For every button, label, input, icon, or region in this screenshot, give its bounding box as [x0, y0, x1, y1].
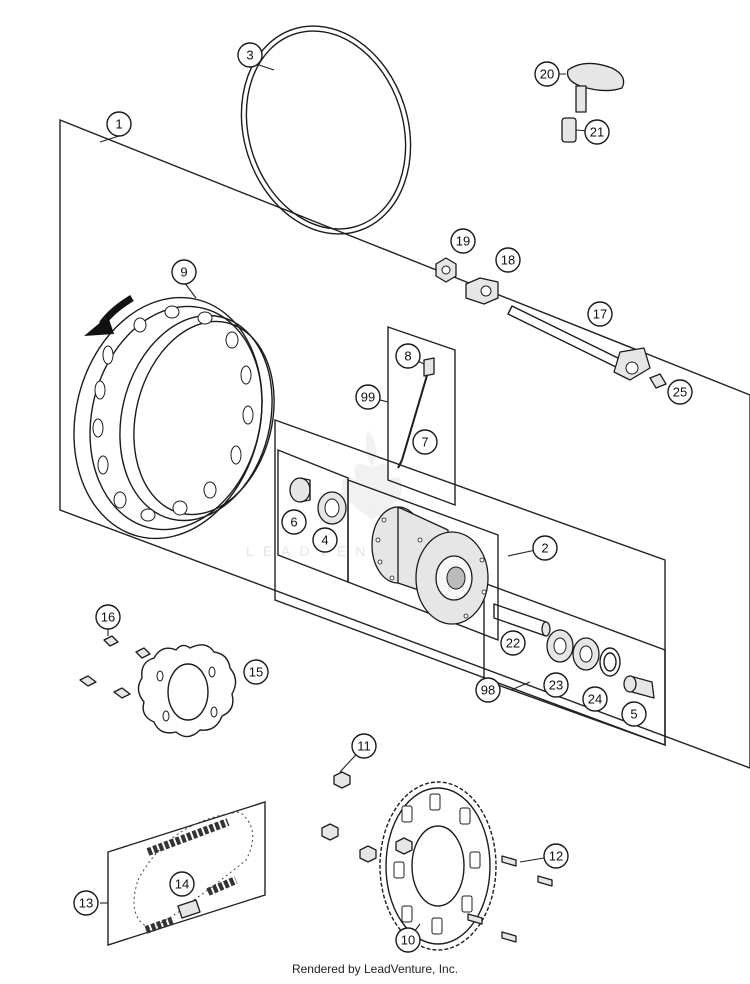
svg-text:25: 25 — [673, 385, 687, 400]
svg-text:21: 21 — [590, 125, 604, 140]
callout-7: 7 — [412, 429, 438, 455]
svg-text:8: 8 — [404, 349, 411, 364]
callout-1: 1 — [106, 111, 132, 137]
bearing-23-part — [546, 629, 600, 671]
rotation-arrow-icon — [84, 294, 134, 336]
svg-text:10: 10 — [401, 933, 415, 948]
callout-4: 4 — [312, 527, 338, 553]
svg-text:24: 24 — [588, 692, 602, 707]
svg-text:22: 22 — [506, 636, 520, 651]
callout-14: 14 — [169, 871, 195, 897]
svg-text:2: 2 — [541, 541, 548, 556]
callout-18: 18 — [495, 247, 521, 273]
svg-text:23: 23 — [549, 678, 563, 693]
svg-text:18: 18 — [501, 253, 515, 268]
bearing-kit-frame — [483, 581, 666, 746]
callout-2: 2 — [532, 535, 558, 561]
callout-22: 22 — [500, 630, 526, 656]
distance-sleeve-22-part — [493, 603, 551, 637]
callout-12: 12 — [543, 843, 569, 869]
svg-text:4: 4 — [321, 533, 328, 548]
nut-19-part — [435, 257, 457, 283]
chain-adjuster-18-part — [465, 277, 499, 305]
seal-24-part — [599, 647, 621, 677]
left-bearing-frame — [277, 448, 349, 584]
svg-text:13: 13 — [79, 896, 93, 911]
hub-part — [371, 506, 489, 625]
svg-text:20: 20 — [540, 67, 554, 82]
svg-text:16: 16 — [101, 610, 115, 625]
axle-part — [507, 305, 651, 381]
callout-5: 5 — [621, 701, 647, 727]
svg-text:5: 5 — [630, 707, 637, 722]
callout-10: 10 — [395, 927, 421, 953]
chain-part — [133, 811, 254, 934]
chain-frame — [107, 801, 266, 946]
rim-part — [73, 296, 275, 540]
callout-9: 9 — [171, 259, 197, 285]
callout-19: 19 — [450, 228, 476, 254]
svg-text:11: 11 — [357, 739, 371, 754]
sprocket-part — [379, 781, 497, 951]
screw-25-part — [649, 373, 667, 389]
sprocket-nuts-11-part — [321, 771, 413, 863]
chain-link-14-part — [177, 899, 201, 919]
svg-text:17: 17 — [593, 307, 607, 322]
spoke-kit-frame — [387, 326, 456, 507]
bearing-4-part — [317, 491, 347, 525]
brake-disc-part — [137, 644, 237, 738]
svg-text:7: 7 — [421, 435, 428, 450]
callout-20: 20 — [534, 61, 560, 87]
callout-98: 98 — [475, 677, 501, 703]
callout-25: 25 — [667, 379, 693, 405]
callout-21: 21 — [584, 119, 610, 145]
wheel-assembly-frame — [59, 118, 750, 769]
callout-24: 24 — [582, 686, 608, 712]
rim-band-part — [240, 25, 412, 235]
svg-text:1: 1 — [115, 117, 122, 132]
callout-3: 3 — [237, 42, 263, 68]
callout-6: 6 — [281, 509, 307, 535]
spoke-part — [397, 357, 435, 469]
svg-text:14: 14 — [175, 877, 189, 892]
callout-99: 99 — [355, 384, 381, 410]
callout-8: 8 — [395, 343, 421, 369]
callout-23: 23 — [543, 672, 569, 698]
svg-text:19: 19 — [456, 234, 470, 249]
svg-text:6: 6 — [290, 515, 297, 530]
callout-13: 13 — [73, 890, 99, 916]
sprocket-screws-12-part — [467, 855, 553, 943]
footer-credit: Rendered by LeadVenture, Inc. — [291, 962, 459, 976]
svg-text:15: 15 — [249, 665, 263, 680]
spacer-6-part — [289, 477, 311, 503]
svg-text:98: 98 — [481, 683, 495, 698]
svg-text:12: 12 — [549, 849, 563, 864]
svg-text:3: 3 — [246, 48, 253, 63]
svg-text:9: 9 — [180, 265, 187, 280]
callout-15: 15 — [243, 659, 269, 685]
svg-text:99: 99 — [361, 390, 375, 405]
disc-screws-16-part — [79, 635, 151, 699]
callout-17: 17 — [587, 301, 613, 327]
valve-insert-part — [561, 117, 577, 143]
callout-16: 16 — [95, 604, 121, 630]
callout-11: 11 — [351, 733, 377, 759]
spacer-5-part — [623, 675, 655, 699]
valve-cap-part — [566, 62, 625, 113]
